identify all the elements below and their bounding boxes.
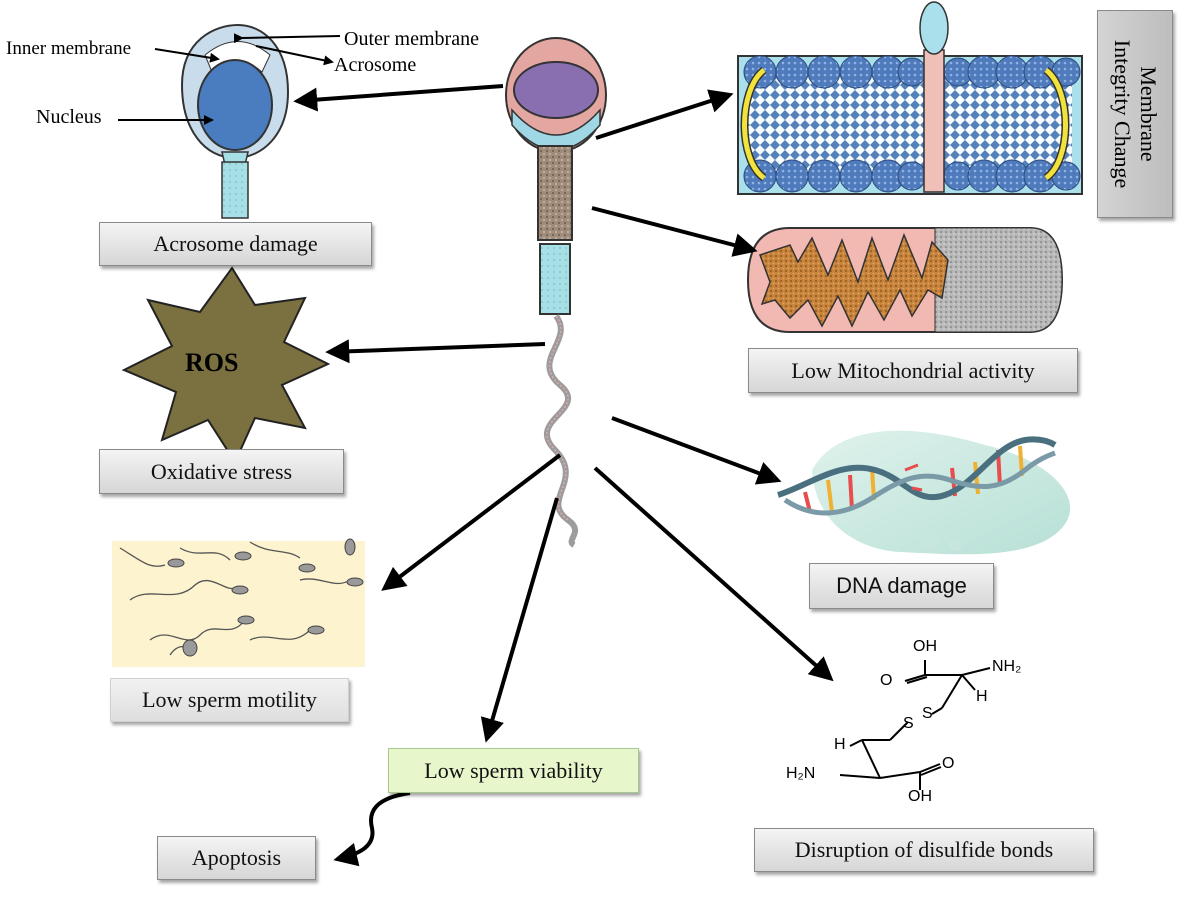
nucleus-label: Nucleus [36,106,102,128]
chem-s1: S [922,705,933,722]
arrow-to-dna [611,416,782,485]
inner-membrane-pointer [154,48,220,63]
chem-h2n: H₂N [786,765,816,782]
chem-nh2: NH₂ [992,658,1022,675]
disulfide-box: Disruption of disulfide bonds [754,828,1094,872]
acrosome-damage-box: Acrosome damage [99,222,372,266]
chem-h-top: H [976,688,988,705]
arrow-to-viability [480,497,559,743]
chem-o-top: O [880,672,893,689]
central-sperm [505,37,607,548]
membrane-line-1: Membrane [1136,66,1161,162]
low-viability-box: Low sperm viability [388,748,639,793]
chem-oh-top: OH [913,638,937,655]
membrane-line-2: Integrity Change [1110,39,1135,189]
oxidative-stress-box: Oxidative stress [99,449,344,494]
arrow-to-ros [325,339,546,364]
arrow-to-disulfide [593,466,834,682]
acrosome-detail-illustration [180,23,290,219]
acrosome-pointer [255,45,334,66]
dna-damage-box: DNA damage [809,563,994,609]
mitochondrion-illustration [746,227,1064,333]
cystine-structure [839,660,991,790]
arrow-to-apoptosis [333,791,411,867]
apoptosis-box: Apoptosis [157,836,316,880]
swimming-sperm-image [112,538,365,667]
dna-helix-illustration [777,430,1071,555]
chem-o-bottom: O [942,755,955,772]
membrane-bilayer-illustration [737,1,1083,195]
chem-h-bottom: H [834,736,846,753]
arrow-to-acrosome [293,84,504,112]
low-motility-box: Low sperm motility [110,678,349,722]
arrow-to-membrane [595,89,734,140]
arrow-to-motility [381,453,562,591]
ros-label: ROS [185,348,239,377]
outer-membrane-pointer [233,33,341,44]
chem-oh-bottom: OH [908,788,932,805]
inner-membrane-label: Inner membrane [6,38,132,59]
acrosome-label: Acrosome [334,54,417,76]
arrow-to-mitochondria [591,206,758,257]
outer-membrane-label: Outer membrane [344,28,479,50]
chem-s2: S [903,715,914,732]
low-mito-box: Low Mitochondrial activity [748,348,1078,393]
